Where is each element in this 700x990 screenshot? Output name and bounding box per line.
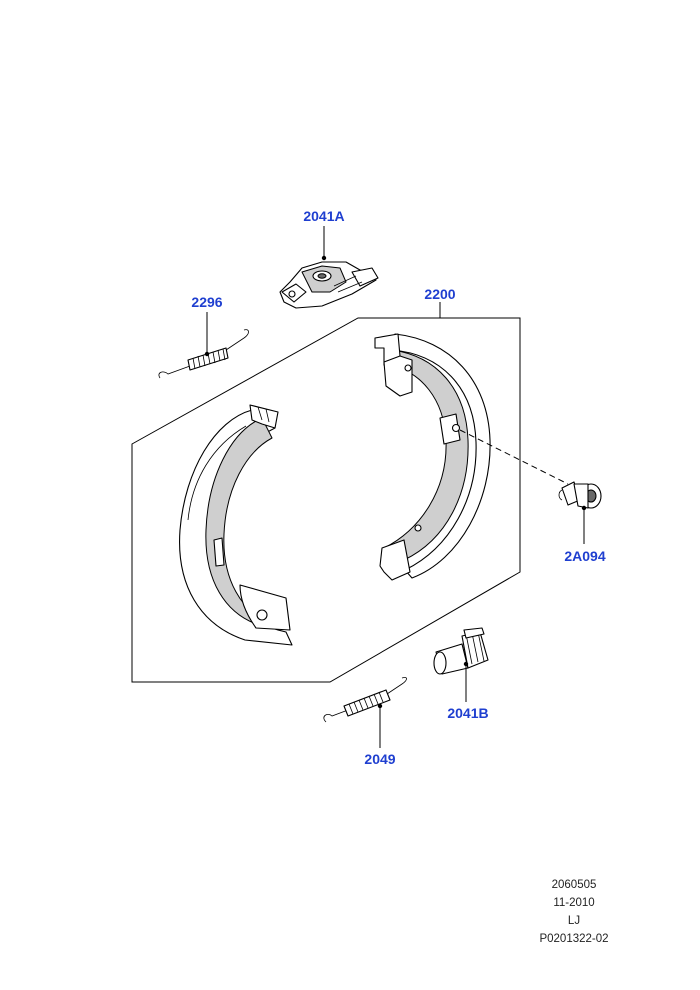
callout-2049[interactable]: 2049 [364,751,395,767]
callout-2041a[interactable]: 2041A [303,208,344,224]
brake-shoe-right[interactable] [374,333,491,581]
adjuster-2041b[interactable] [433,627,489,675]
callout-2a094[interactable]: 2A094 [564,548,605,564]
drawing-reference: P0201322-02 [539,933,609,945]
adjuster-2041a[interactable] [279,261,379,309]
spring-2049[interactable] [323,677,407,723]
spring-2296[interactable] [158,329,249,379]
leader-2a094 [581,505,587,544]
spring-2296-coils [187,347,229,371]
brake-shoe-left[interactable] [179,404,293,646]
callout-2200[interactable]: 2200 [424,286,455,302]
leader-2041a [321,226,327,261]
leader-2041b [463,661,469,702]
pin-2a094[interactable] [558,481,602,509]
spring-2049-coils [343,689,391,717]
drawing-info-block: 2060505 11-2010 LJ P0201322-02 [514,876,634,948]
shoe-kit-frame [131,317,521,683]
leader-2296 [204,312,210,357]
drawing-code: 2060505 [551,879,597,891]
leader-2049 [377,703,383,748]
drawing-date: 11-2010 [553,897,595,909]
callout-2041b[interactable]: 2041B [447,705,488,721]
callout-2296[interactable]: 2296 [191,294,222,310]
drawing-initials: LJ [567,915,581,927]
